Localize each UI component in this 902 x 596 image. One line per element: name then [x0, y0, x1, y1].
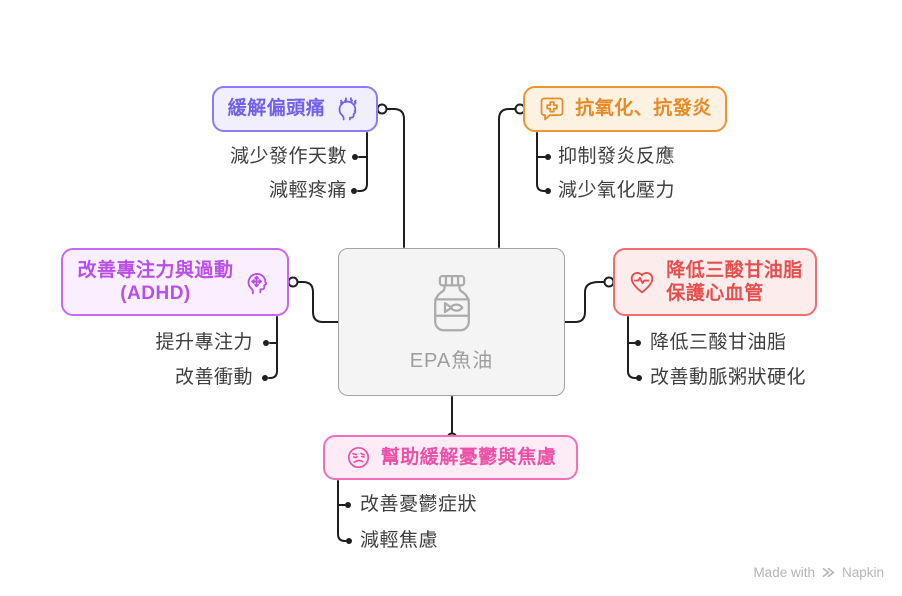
node-adhd-label: 改善專注力與過動 (ADHD) — [77, 260, 234, 304]
subitem-migraine-0[interactable]: 減少發作天數 — [229, 146, 347, 167]
subtree-dot — [346, 538, 352, 544]
center-node-label: EPA魚油 — [409, 349, 494, 372]
headache-icon — [334, 95, 362, 123]
connector-antiox-center — [498, 108, 520, 248]
subtree-dot — [352, 154, 358, 160]
subitem-cardio-0[interactable]: 降低三酸甘油脂 — [650, 332, 787, 353]
subtree-antiox — [536, 132, 546, 192]
subtree-mood — [337, 480, 347, 542]
node-center-epa[interactable]: EPA魚油 — [338, 248, 565, 396]
junction-dot-migraine — [376, 103, 388, 115]
subitem-adhd-1[interactable]: 改善衝動 — [174, 367, 253, 388]
subitem-mood-0[interactable]: 改善憂鬱症狀 — [360, 494, 478, 515]
node-migraine[interactable]: 緩解偏頭痛 — [212, 86, 378, 132]
watermark-brand: Napkin — [841, 565, 884, 580]
node-mood-label: 幫助緩解憂鬱與焦慮 — [380, 446, 557, 468]
node-cardio[interactable]: 降低三酸甘油脂 保護心血管 — [613, 248, 817, 316]
subtree-dot — [351, 188, 357, 194]
junction-dot-adhd — [287, 276, 299, 288]
subtree-dot — [262, 375, 268, 381]
node-migraine-label: 緩解偏頭痛 — [227, 98, 326, 119]
node-adhd[interactable]: 改善專注力與過動 (ADHD) — [61, 248, 289, 316]
subitem-antiox-1[interactable]: 減少氧化壓力 — [558, 180, 676, 201]
node-antiox[interactable]: 抗氧化、抗發炎 — [523, 86, 727, 132]
fish-oil-bottle-icon — [424, 272, 480, 338]
heart-pulse-icon — [627, 267, 657, 297]
napkin-logo-icon — [822, 567, 835, 578]
subtree-dot — [345, 502, 351, 508]
subtree-migraine — [357, 132, 368, 192]
medical-cross-bubble-icon — [538, 95, 566, 123]
napkin-watermark-link[interactable]: Made with Napkin — [753, 565, 884, 580]
subitem-migraine-1[interactable]: 減輕疼痛 — [268, 180, 347, 201]
node-antiox-label: 抗氧化、抗發炎 — [575, 98, 712, 119]
subitem-mood-1[interactable]: 減輕焦慮 — [360, 530, 439, 551]
subtree-dot — [635, 340, 641, 346]
subtree-adhd — [268, 316, 278, 379]
subitem-antiox-0[interactable]: 抑制發炎反應 — [558, 146, 676, 167]
adhd-head-arrows-icon — [243, 267, 273, 297]
node-cardio-label: 降低三酸甘油脂 保護心血管 — [666, 260, 803, 304]
worried-face-icon — [345, 444, 372, 471]
connector-adhd-center — [292, 281, 340, 323]
subtree-cardio — [627, 316, 637, 379]
subtree-dot — [636, 375, 642, 381]
subtree-dot — [263, 340, 269, 346]
watermark-prefix: Made with — [753, 565, 815, 580]
subtree-dot — [545, 188, 551, 194]
connector-migraine-center — [382, 108, 405, 248]
connector-cardio-center — [563, 281, 610, 323]
subtree-dot — [545, 154, 551, 160]
subitem-adhd-0[interactable]: 提升專注力 — [155, 332, 253, 353]
subitem-cardio-1[interactable]: 改善動脈粥狀硬化 — [650, 367, 807, 388]
node-mood[interactable]: 幫助緩解憂鬱與焦慮 — [323, 435, 578, 480]
